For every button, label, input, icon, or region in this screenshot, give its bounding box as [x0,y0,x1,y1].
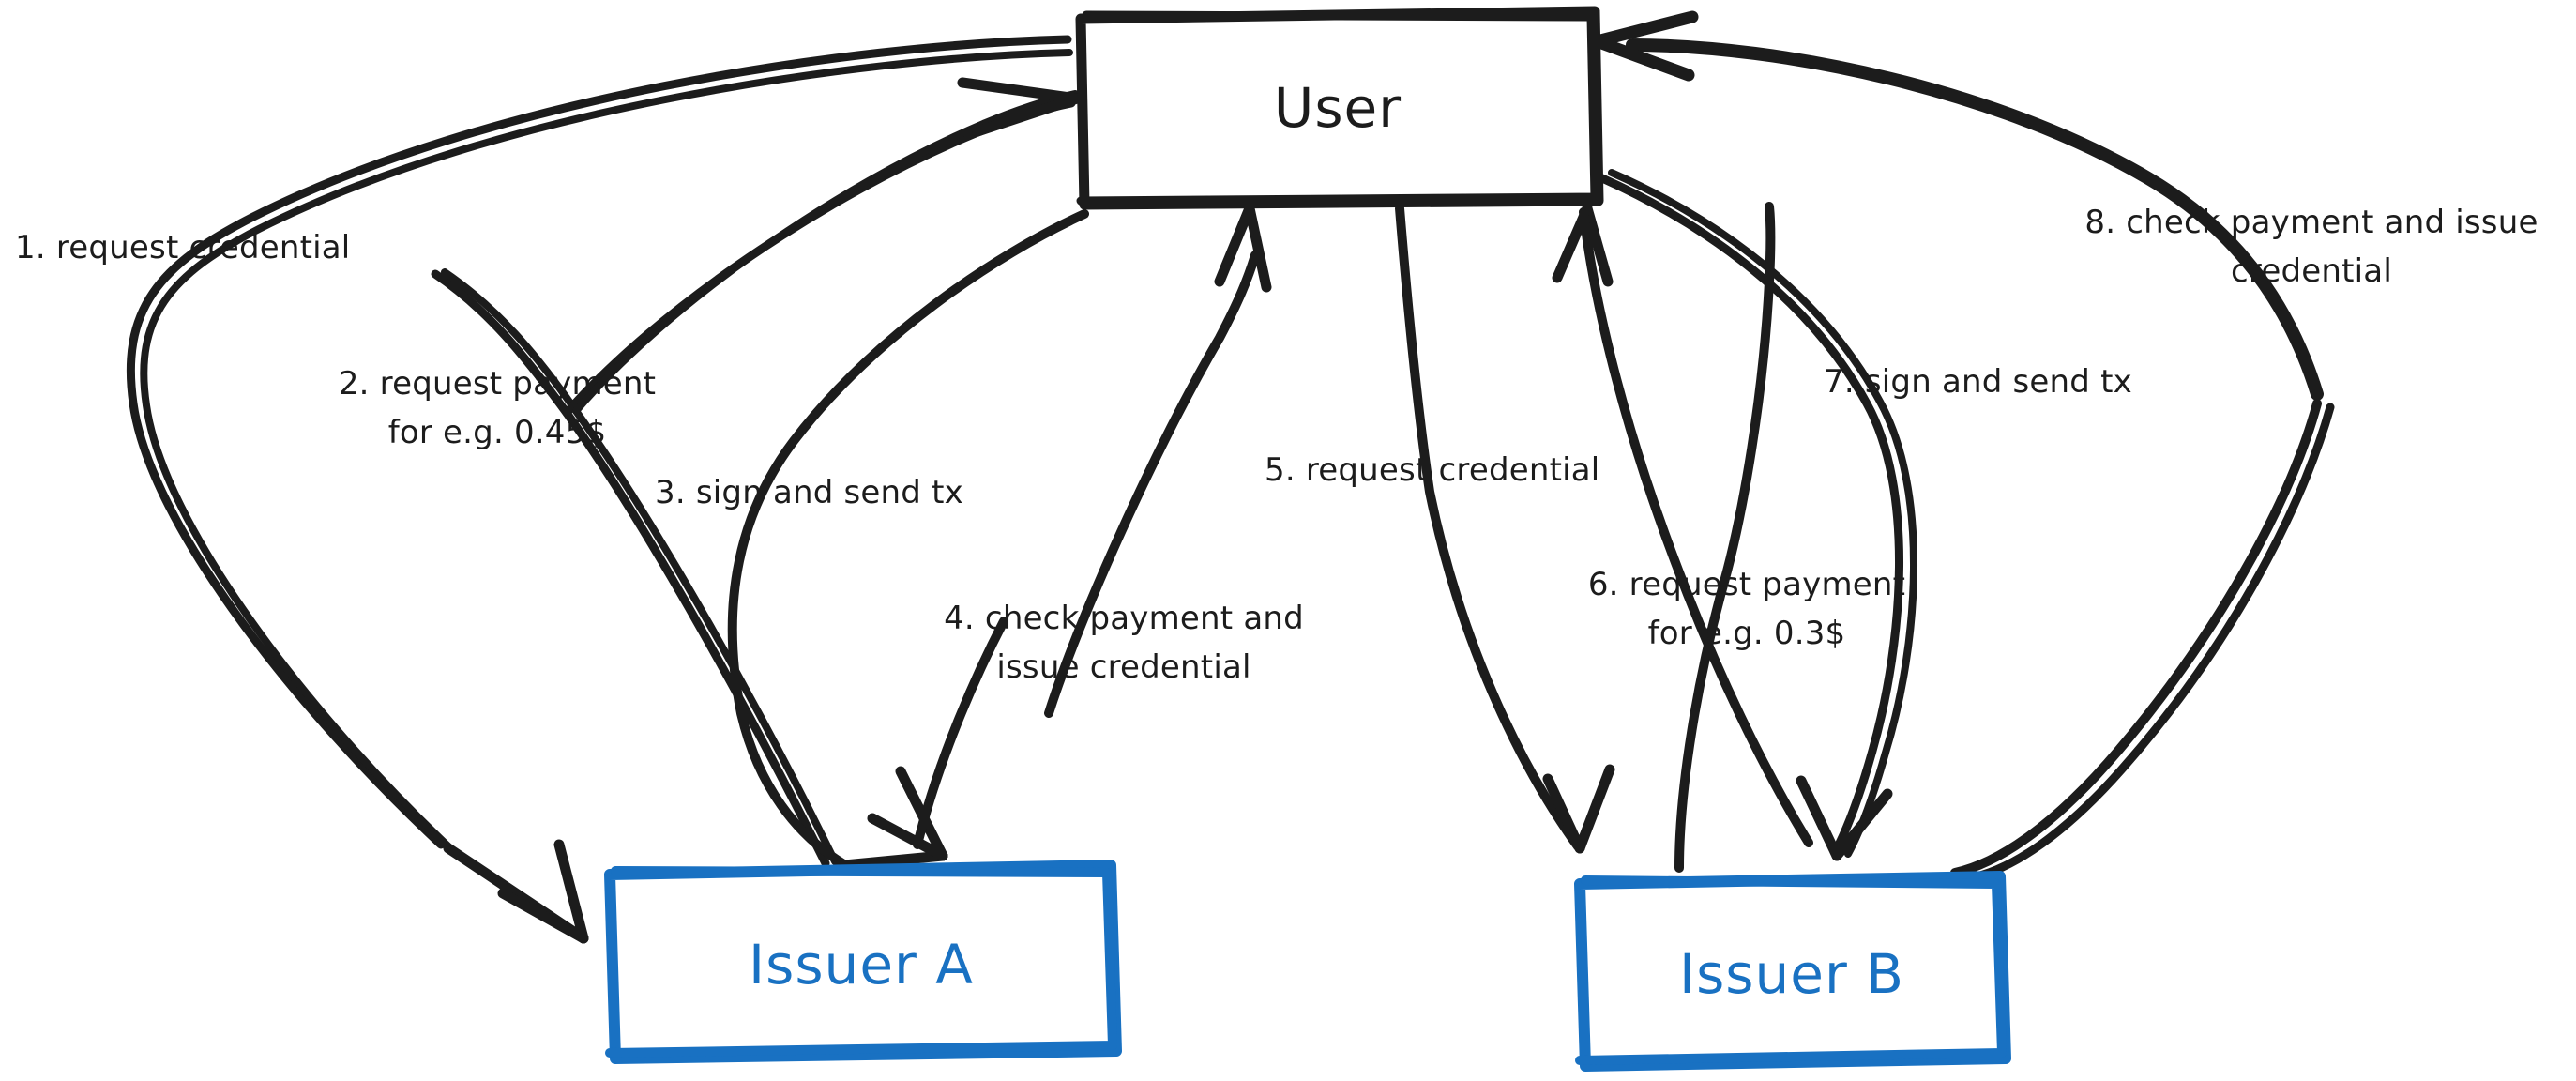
node-issuer-a-label: Issuer A [749,933,974,997]
edge-label-1: 1. request credential [15,229,350,266]
node-issuer-b[interactable]: Issuer B [1574,871,2011,1072]
edge-label-6-line-1: 6. request payment [1588,566,1905,603]
node-issuer-a[interactable]: Issuer A [604,860,1122,1064]
edge-label-2: 2. request payment for e.g. 0.45$ [339,365,656,451]
edge-label-5-line-1: 5. request credential [1265,451,1599,489]
edge-label-2-line-1: 2. request payment [339,365,656,403]
edge-label-3: 3. sign and send tx [655,474,963,511]
edge-label-4-line-2: issue credential [996,648,1250,686]
edge-label-5: 5. request credential [1265,451,1599,489]
edge-2-request-payment [431,77,1083,868]
edge-1-request-credential [126,35,1073,944]
edge-label-8-line-1: 8. check payment and issue [2084,204,2538,241]
edge-label-3-line-1: 3. sign and send tx [655,474,963,511]
edge-5-request-credential [1395,204,1615,854]
edge-6-request-payment [1552,202,1813,873]
node-issuer-b-label: Issuer B [1679,942,1904,1006]
edge-label-2-line-2: for e.g. 0.45$ [388,414,607,451]
edge-4-check-payment-issue-credential [913,203,1272,849]
edge-label-6-line-2: for e.g. 0.3$ [1648,615,1846,652]
node-user[interactable]: User [1075,6,1604,210]
edge-label-6: 6. request payment for e.g. 0.3$ [1588,566,1905,652]
edge-label-8-line-2: credential [2231,252,2392,290]
edge-label-7-line-1: 7. sign and send tx [1824,363,2132,401]
edge-8-check-payment-issue-credential [1590,10,2335,883]
edge-7-sign-and-send-tx [1598,169,1917,861]
edge-label-8: 8. check payment and issue credential [2084,204,2538,290]
node-user-label: User [1274,76,1402,140]
edge-label-4-line-1: 4. check payment and [944,600,1304,637]
edge-label-4: 4. check payment and issue credential [944,600,1304,686]
edge-label-1-line-1: 1. request credential [15,229,350,266]
edge-label-7: 7. sign and send tx [1824,363,2132,401]
